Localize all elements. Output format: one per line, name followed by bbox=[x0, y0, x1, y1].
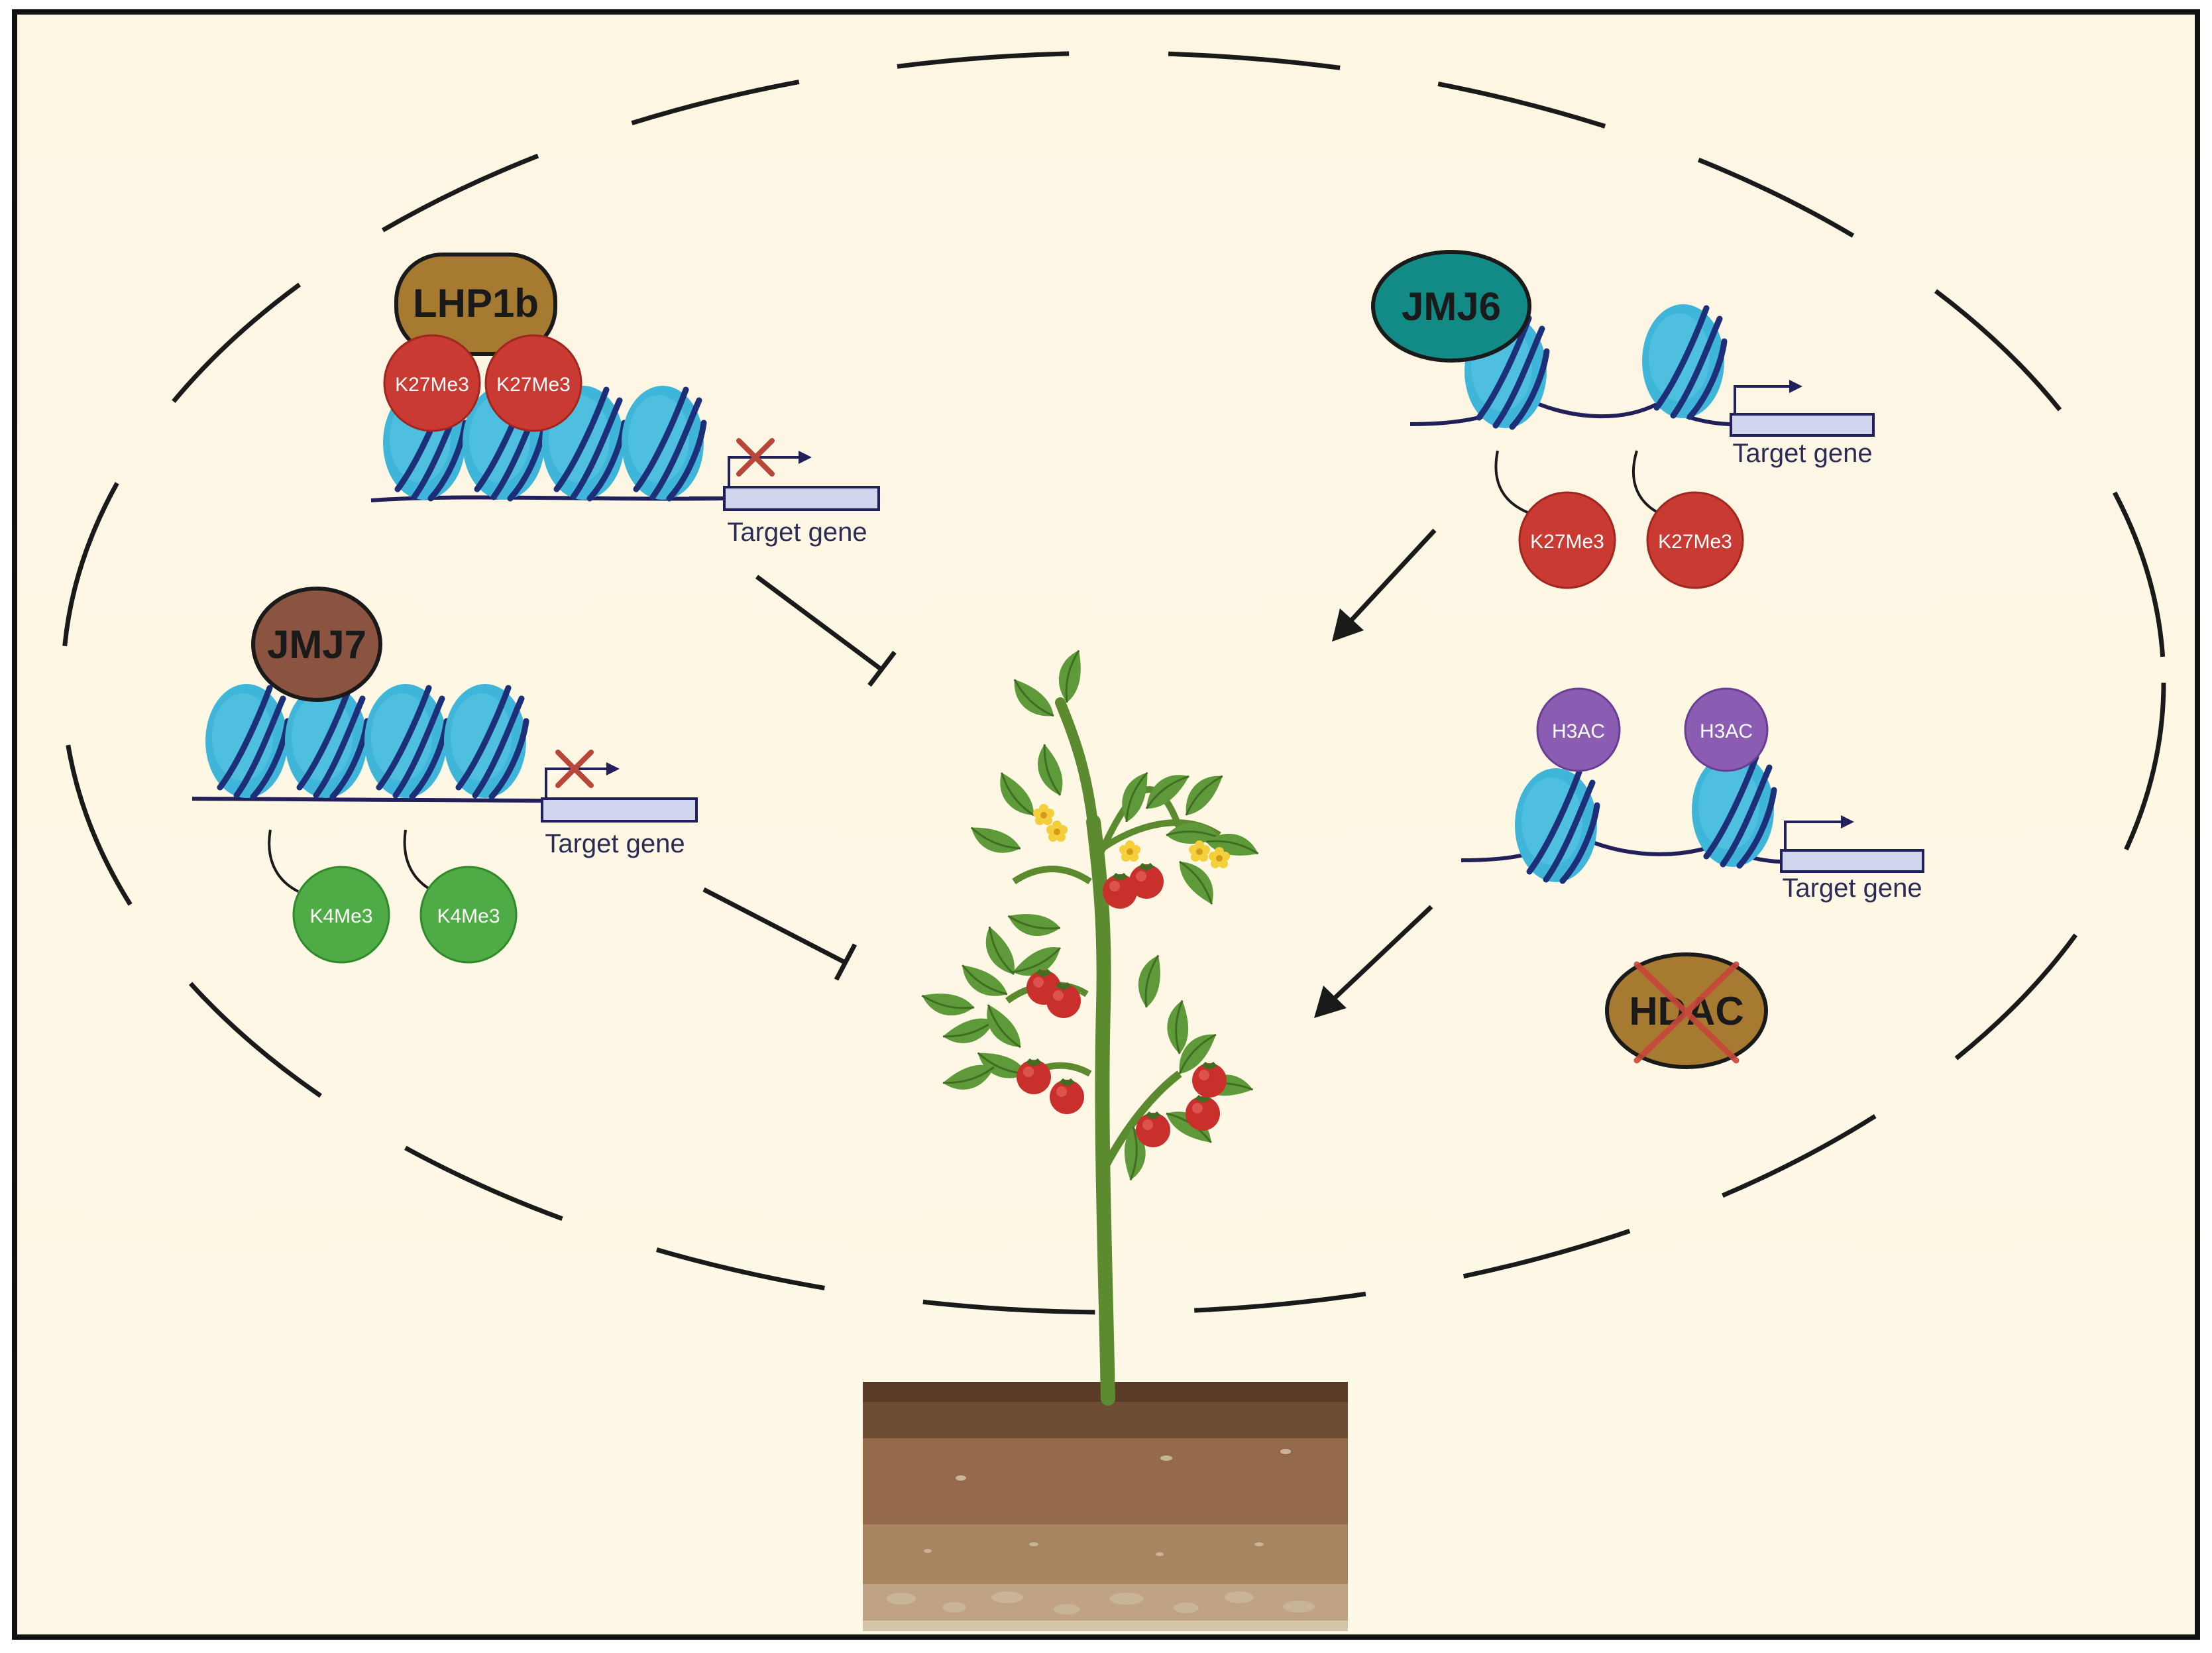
activation-arrow bbox=[1350, 528, 1437, 622]
k27me3-label: K27Me3 bbox=[1658, 531, 1732, 553]
jmj7-label: JMJ7 bbox=[267, 622, 366, 667]
target-gene-label: Target gene bbox=[727, 518, 867, 547]
hdac-module: H3AC H3AC Target gene HDAC bbox=[1461, 687, 1924, 1069]
lhp1b-protein bbox=[394, 253, 557, 356]
h3ac-label: H3AC bbox=[1552, 720, 1605, 742]
k4me3-mark bbox=[292, 866, 390, 964]
lhp1b-module: LHP1b K27Me3 K27Me3 Target gene bbox=[370, 253, 880, 547]
k27me3-label: K27Me3 bbox=[1530, 531, 1604, 553]
k27me3-label: K27Me3 bbox=[395, 374, 469, 396]
k27me3-mark bbox=[383, 334, 481, 432]
tss-arrow bbox=[545, 768, 606, 799]
soil-pebbles bbox=[887, 1449, 1315, 1615]
k4me3-label: K4Me3 bbox=[309, 905, 372, 927]
h3ac-mark bbox=[1684, 687, 1769, 772]
nucleosome bbox=[205, 684, 288, 798]
h3ac-label: H3AC bbox=[1700, 720, 1753, 742]
inhibition-bar bbox=[867, 650, 897, 687]
tail bbox=[268, 829, 299, 893]
tss-arrow bbox=[728, 456, 799, 487]
lhp1b-label: LHP1b bbox=[413, 281, 539, 325]
tss-arrowhead bbox=[1841, 815, 1854, 828]
k27me3-mark bbox=[484, 334, 582, 432]
k27me3-label: K27Me3 bbox=[496, 374, 571, 396]
nucleosome bbox=[444, 684, 526, 798]
inactivated-cross-icon bbox=[1633, 961, 1740, 1064]
soil-block bbox=[863, 1382, 1348, 1631]
k27me3-mark bbox=[1646, 491, 1744, 589]
target-gene-box bbox=[1780, 849, 1924, 873]
target-gene-label: Target gene bbox=[1782, 874, 1922, 903]
target-gene-label: Target gene bbox=[545, 829, 685, 858]
nucleosome bbox=[1642, 304, 1724, 418]
dna-strand bbox=[192, 797, 544, 803]
activation-arrowhead bbox=[1332, 608, 1364, 642]
jmj6-label: JMJ6 bbox=[1402, 284, 1501, 329]
figure-frame bbox=[12, 9, 2200, 1640]
nucleosome bbox=[1515, 768, 1597, 882]
jmj7-protein bbox=[251, 587, 382, 702]
effect-connectors bbox=[702, 528, 1437, 1018]
tss-arrowhead bbox=[1789, 380, 1802, 393]
cell-outline bbox=[60, 50, 2166, 1315]
nucleosome bbox=[364, 684, 447, 798]
jmj6-protein bbox=[1371, 250, 1531, 363]
activation-arrowhead bbox=[1314, 986, 1347, 1018]
tss-arrowhead bbox=[799, 451, 812, 464]
plant-stem bbox=[1086, 815, 1115, 1406]
k27me3-mark bbox=[1518, 491, 1616, 589]
k4me3-mark bbox=[419, 866, 518, 964]
inhibition-arrow bbox=[755, 575, 883, 671]
target-gene-box bbox=[541, 797, 698, 823]
jmj6-module: JMJ6 K27Me3 K27Me3 Target gene bbox=[1371, 250, 1875, 589]
target-gene-box bbox=[723, 486, 880, 511]
target-gene-label: Target gene bbox=[1732, 439, 1872, 468]
jmj7-module: JMJ7 K4Me3 K4Me3 Target gene bbox=[192, 587, 698, 964]
tail bbox=[1631, 450, 1661, 515]
repressed-cross-icon bbox=[736, 438, 775, 477]
tail bbox=[1494, 450, 1531, 515]
repressed-cross-icon bbox=[555, 750, 594, 788]
tomato-plant bbox=[917, 646, 1263, 1406]
target-gene-box bbox=[1730, 413, 1875, 437]
tss-arrow bbox=[1734, 385, 1789, 414]
tss-arrowhead bbox=[606, 762, 620, 775]
k4me3-label: K4Me3 bbox=[437, 905, 500, 927]
h3ac-mark bbox=[1536, 687, 1621, 772]
tss-arrow bbox=[1784, 821, 1841, 850]
activation-arrow bbox=[1333, 905, 1433, 999]
inhibition-bar bbox=[834, 943, 857, 981]
nucleosome bbox=[622, 386, 704, 500]
inhibition-arrow bbox=[702, 887, 846, 965]
